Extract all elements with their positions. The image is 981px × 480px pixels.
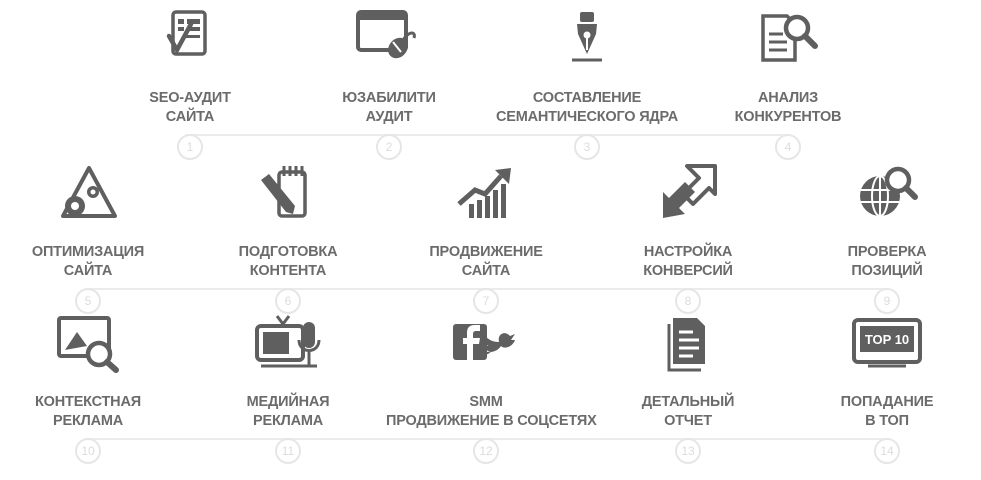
browser-mouse-icon: [354, 10, 424, 72]
step-usability-audit: ЮЗАБИЛИТИ АУДИТ 2: [289, 10, 489, 160]
step-label: SEO-АУДИТ САЙТА: [90, 89, 290, 127]
step-position-check: ПРОВЕРКА ПОЗИЦИЙ 9: [787, 164, 981, 314]
step-number: 2: [376, 134, 402, 160]
step-top-ranking: TOP 10 ПОПАДАНИЕ В ТОП 14: [787, 314, 981, 464]
step-label: НАСТРОЙКА КОНВЕРСИЙ: [588, 243, 788, 281]
step-label-line-1: ПОПАДАНИЕ: [840, 394, 934, 410]
connector-line-row-1: [186, 134, 788, 136]
step-label-line-2: ПРОДВИЖЕНИЕ В СОЦСЕТЯХ: [386, 413, 597, 429]
step-competitor-analysis: АНАЛИЗ КОНКУРЕНТОВ 4: [688, 10, 888, 160]
step-number: 3: [574, 134, 600, 160]
step-label-line-2: РЕКЛАМА: [53, 413, 123, 429]
step-label-line-1: ПРОДВИЖЕНИЕ: [429, 244, 543, 260]
step-label-line-2: КОНКУРЕНТОВ: [734, 109, 842, 125]
growth-chart-icon: [451, 164, 521, 226]
step-label-line-2: КОНВЕРСИЙ: [643, 263, 733, 279]
top10-text: TOP 10: [865, 332, 909, 347]
pen-nib-icon: [552, 10, 622, 72]
step-label-line-2: РЕКЛАМА: [253, 413, 323, 429]
document-magnifier-icon: [753, 10, 823, 72]
step-label: ОПТИМИЗАЦИЯ САЙТА: [0, 243, 188, 281]
step-label-line-1: МЕДИЙНАЯ: [246, 394, 330, 410]
step-label-line-1: АНАЛИЗ: [757, 90, 819, 106]
step-number: 11: [275, 438, 301, 464]
step-number: 6: [275, 288, 301, 314]
step-label-line-2: САЙТА: [461, 263, 511, 279]
step-semantic-core: СОСТАВЛЕНИЕ СЕМАНТИЧЕСКОГО ЯДРА 3: [487, 10, 687, 160]
image-magnifier-icon: [53, 314, 123, 376]
report-document-icon: [653, 314, 723, 376]
step-number: 12: [473, 438, 499, 464]
step-label: ПОДГОТОВКА КОНТЕНТА: [188, 243, 388, 281]
conversion-arrows-icon: [653, 164, 723, 226]
gears-triangle-icon: [53, 164, 123, 226]
step-label-line-2: СЕМАНТИЧЕСКОГО ЯДРА: [495, 109, 679, 125]
step-number: 13: [675, 438, 701, 464]
step-number: 4: [775, 134, 801, 160]
step-label-line-1: КОНТЕКСТНАЯ: [35, 394, 141, 410]
step-label-line-2: САЙТА: [165, 109, 215, 125]
step-label-line-2: КОНТЕНТА: [249, 263, 327, 279]
step-label: SMM ПРОДВИЖЕНИЕ В СОЦСЕТЯХ: [386, 393, 597, 431]
step-number: 8: [675, 288, 701, 314]
step-label-line-1: ПРОВЕРКА: [847, 244, 927, 260]
step-label-line-2: ОТЧЕТ: [664, 413, 712, 429]
step-number: 9: [874, 288, 900, 314]
step-label-line-1: SEO-АУДИТ: [149, 90, 231, 106]
step-label: ПРОВЕРКА ПОЗИЦИЙ: [787, 243, 981, 281]
tv-microphone-icon: [253, 314, 323, 376]
step-number: 14: [874, 438, 900, 464]
step-label-line-2: В ТОП: [865, 413, 909, 429]
step-conversion-setup: НАСТРОЙКА КОНВЕРСИЙ 8: [588, 164, 788, 314]
step-label-line-1: ОПТИМИЗАЦИЯ: [31, 244, 145, 260]
step-label: КОНТЕКСТНАЯ РЕКЛАМА: [0, 393, 188, 431]
step-site-optimization: ОПТИМИЗАЦИЯ САЙТА 5: [0, 164, 188, 314]
step-detailed-report: ДЕТАЛЬНЫЙ ОТЧЕТ 13: [588, 314, 788, 464]
step-media-ads: МЕДИЙНАЯ РЕКЛАМА 11: [188, 314, 388, 464]
step-label-line-2: ПОЗИЦИЙ: [851, 263, 923, 279]
step-label: ДЕТАЛЬНЫЙ ОТЧЕТ: [588, 393, 788, 431]
step-smm: SMM ПРОДВИЖЕНИЕ В СОЦСЕТЯХ 12: [386, 314, 597, 464]
facebook-twitter-icon: [451, 314, 521, 376]
step-number: 5: [75, 288, 101, 314]
step-content-preparation: ПОДГОТОВКА КОНТЕНТА 6: [188, 164, 388, 314]
notepad-pencil-icon: [253, 164, 323, 226]
step-label: ЮЗАБИЛИТИ АУДИТ: [289, 89, 489, 127]
step-number: 7: [473, 288, 499, 314]
step-label: СОСТАВЛЕНИЕ СЕМАНТИЧЕСКОГО ЯДРА: [487, 89, 687, 127]
step-number: 10: [75, 438, 101, 464]
step-label-line-1: НАСТРОЙКА: [643, 244, 733, 260]
step-label-line-1: SMM: [469, 394, 503, 410]
step-label-line-2: АУДИТ: [365, 109, 413, 125]
step-seo-audit: SEO-АУДИТ САЙТА 1: [90, 10, 290, 160]
step-label: ПРОДВИЖЕНИЕ САЙТА: [386, 243, 586, 281]
step-number: 1: [177, 134, 203, 160]
top10-monitor-icon: TOP 10: [852, 314, 922, 376]
step-context-ads: КОНТЕКСТНАЯ РЕКЛАМА 10: [0, 314, 188, 464]
globe-magnifier-icon: [852, 164, 922, 226]
step-label-line-1: ДЕТАЛЬНЫЙ: [641, 394, 735, 410]
step-site-promotion: ПРОДВИЖЕНИЕ САЙТА 7: [386, 164, 586, 314]
step-label: ПОПАДАНИЕ В ТОП: [787, 393, 981, 431]
step-label: МЕДИЙНАЯ РЕКЛАМА: [188, 393, 388, 431]
document-check-icon: [155, 10, 225, 72]
step-label-line-2: САЙТА: [63, 263, 113, 279]
step-label: АНАЛИЗ КОНКУРЕНТОВ: [688, 89, 888, 127]
step-label-line-1: ЮЗАБИЛИТИ: [342, 90, 436, 106]
step-label-line-1: СОСТАВЛЕНИЕ: [532, 90, 642, 106]
step-label-line-1: ПОДГОТОВКА: [238, 244, 338, 260]
